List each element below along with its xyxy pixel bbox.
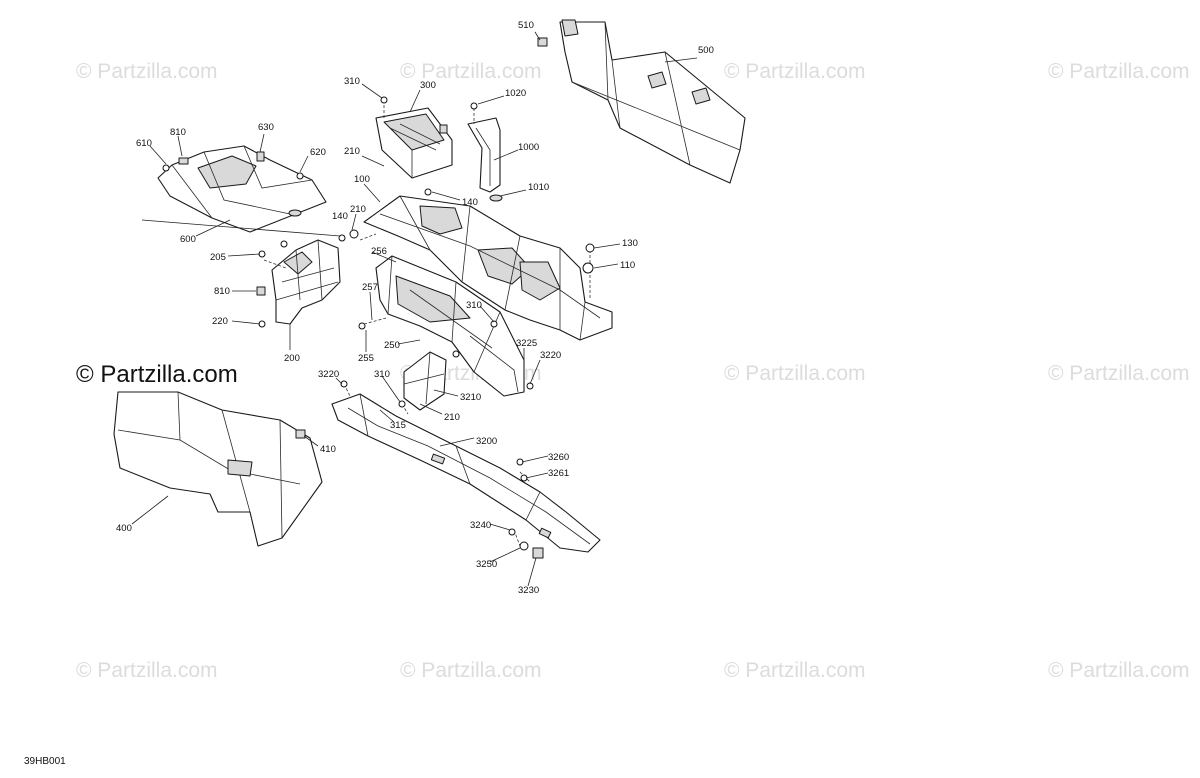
clip-630-icon — [256, 151, 265, 162]
callout-310: 310 — [466, 300, 482, 311]
callout-310: 310 — [374, 369, 390, 380]
part-100-center-console — [363, 195, 613, 341]
callout-410: 410 — [320, 444, 336, 455]
callout-130: 130 — [622, 238, 638, 249]
callout-3220: 3220 — [318, 369, 339, 380]
fastener-icon — [439, 124, 448, 134]
callout-1000: 1000 — [518, 142, 539, 153]
callout-3230: 3230 — [518, 585, 539, 596]
watermark: © Partzilla.com — [724, 659, 866, 682]
part-250-console-body — [375, 255, 525, 397]
leader-lines — [131, 31, 698, 587]
clip-810-icon — [178, 157, 189, 165]
callout-315: 315 — [390, 420, 406, 431]
callout-140: 140 — [332, 211, 348, 222]
callout-256: 256 — [371, 246, 387, 257]
callout-3200: 3200 — [476, 436, 497, 447]
clip-810-icon — [256, 286, 266, 296]
callout-3250: 3250 — [476, 559, 497, 570]
watermark: © Partzilla.com — [1048, 659, 1190, 682]
part-3200-frame-rail — [331, 393, 601, 553]
callout-250: 250 — [384, 340, 400, 351]
callout-110: 110 — [620, 260, 635, 271]
watermark: © Partzilla.com — [724, 60, 866, 83]
callout-210: 210 — [344, 146, 360, 157]
callout-510: 510 — [518, 20, 534, 31]
clip-3230-icon — [532, 547, 544, 559]
callout-3225: 3225 — [516, 338, 537, 349]
part-200-mounting-bracket — [271, 239, 341, 325]
watermark: © Partzilla.com — [400, 60, 542, 83]
callouts: 510 500 310 300 1020 1000 210 1010 100 1… — [116, 20, 714, 596]
watermark: © Partzilla.com — [400, 659, 542, 682]
clip-510-icon — [537, 37, 548, 47]
clip-410-icon — [295, 429, 306, 439]
part-3210-bracket — [403, 351, 447, 411]
clip-1010-icon — [489, 194, 503, 202]
callout-205: 205 — [210, 252, 226, 263]
callout-1020: 1020 — [505, 88, 526, 99]
watermark: © Partzilla.com — [1048, 60, 1190, 83]
callout-3260: 3260 — [548, 452, 569, 463]
callout-600: 600 — [180, 234, 196, 245]
callout-210: 210 — [444, 412, 460, 423]
callout-630: 630 — [258, 122, 274, 133]
watermark: © Partzilla.com — [76, 659, 218, 682]
part-300-console-top — [375, 107, 453, 179]
callout-310: 310 — [344, 76, 360, 87]
partzilla-logo-watermark: © Partzilla.com — [76, 361, 238, 388]
callout-3261: 3261 — [548, 468, 569, 479]
callout-810: 810 — [214, 286, 230, 297]
callout-100: 100 — [354, 174, 370, 185]
callout-257: 257 — [362, 282, 378, 293]
callout-620: 620 — [310, 147, 326, 158]
callout-140: 140 — [462, 197, 478, 208]
callout-1010: 1010 — [528, 182, 549, 193]
callout-255: 255 — [358, 353, 374, 364]
watermark: © Partzilla.com — [1048, 362, 1190, 385]
callout-220: 220 — [212, 316, 228, 327]
watermark: © Partzilla.com — [724, 362, 866, 385]
callout-610: 610 — [136, 138, 152, 149]
part-600-storage-tray — [157, 145, 327, 233]
callout-810: 810 — [170, 127, 186, 138]
callout-300: 300 — [420, 80, 436, 91]
callout-500: 500 — [698, 45, 714, 56]
callout-3240: 3240 — [470, 520, 491, 531]
part-400-side-panel — [113, 391, 323, 547]
diagram-code: 39HB001 — [24, 756, 66, 767]
callout-400: 400 — [116, 523, 132, 534]
callout-3220: 3220 — [540, 350, 561, 361]
callout-3210: 3210 — [460, 392, 481, 403]
watermarks: © Partzilla.com © Partzilla.com © Partzi… — [76, 60, 1190, 682]
watermark: © Partzilla.com — [76, 60, 218, 83]
callout-200: 200 — [284, 353, 300, 364]
fasteners — [162, 96, 595, 551]
callout-210: 210 — [350, 204, 366, 215]
part-500-side-panel — [559, 19, 746, 184]
part-1000-grab-handle — [467, 117, 501, 193]
